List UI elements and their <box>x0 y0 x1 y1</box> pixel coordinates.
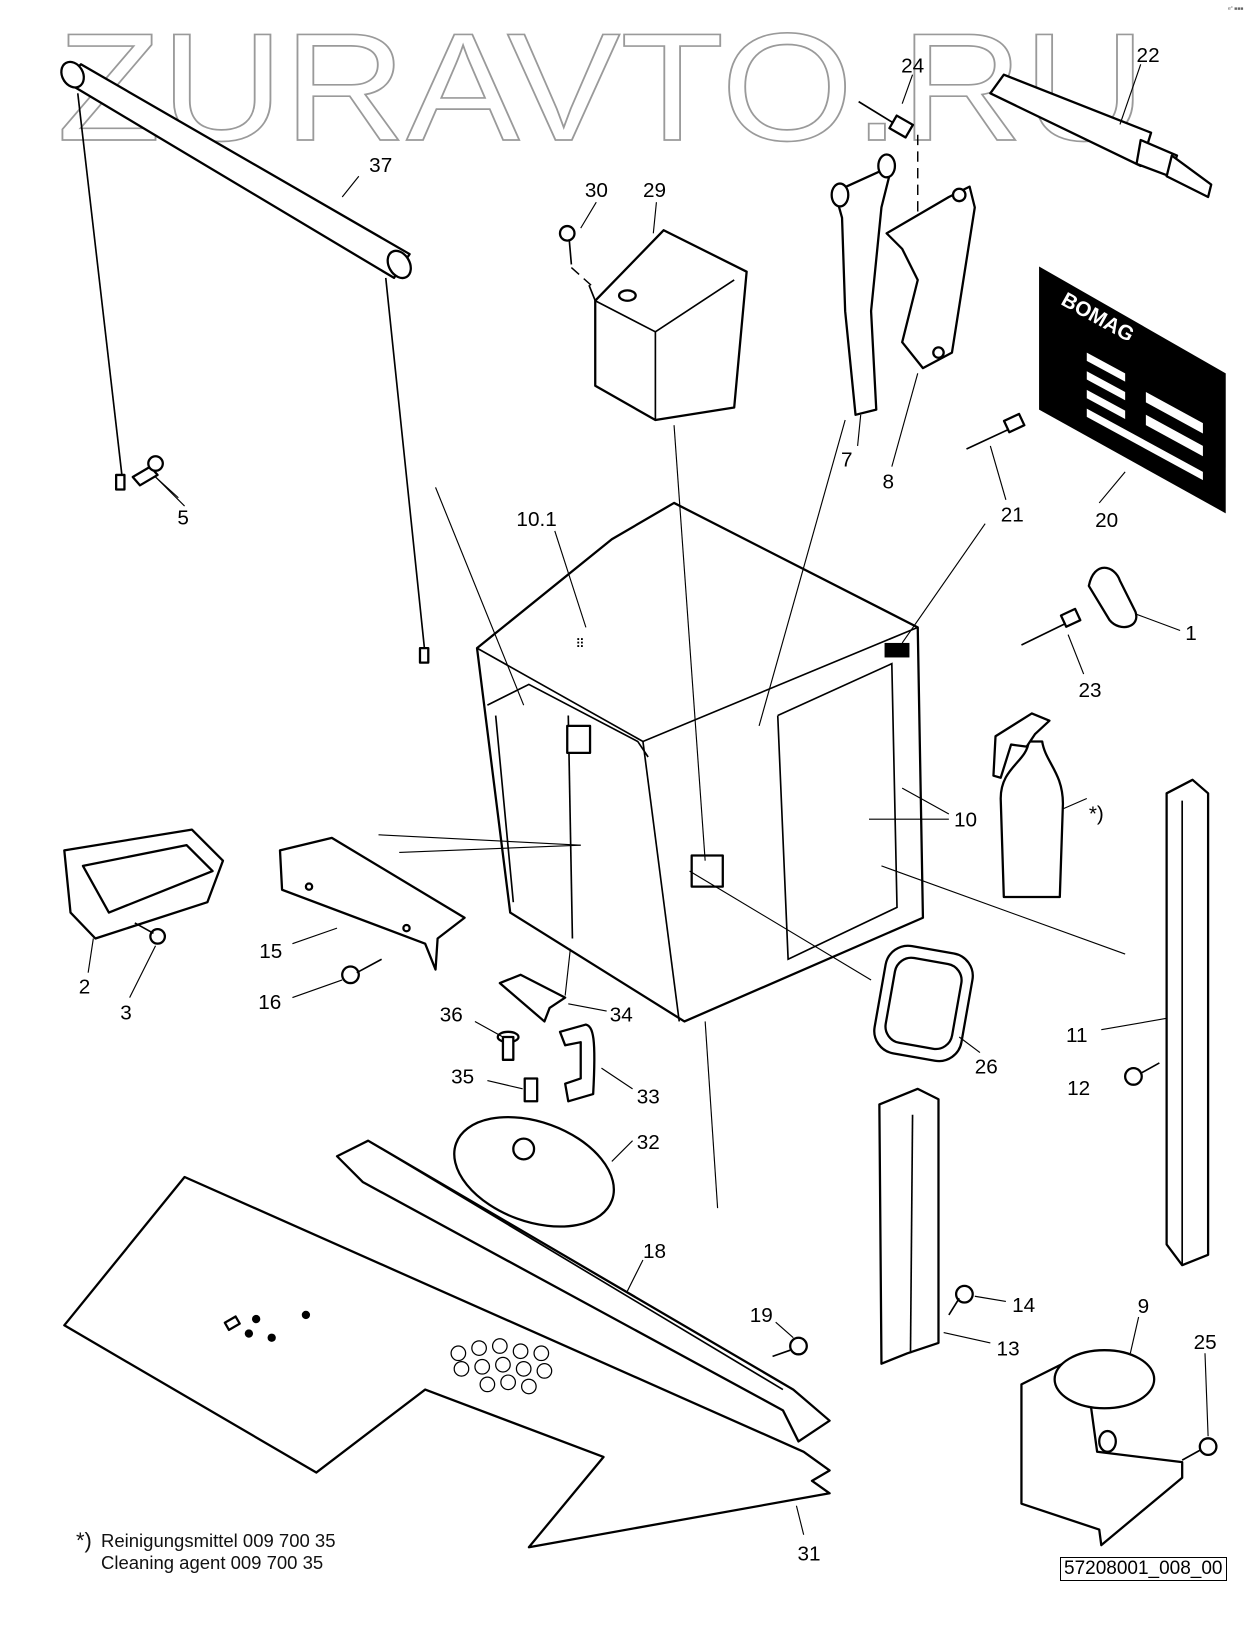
label-34: 34 <box>610 1003 633 1026</box>
label-14: 14 <box>1012 1294 1035 1317</box>
label-31: 31 <box>797 1543 820 1566</box>
part-25-screw <box>1181 1353 1218 1461</box>
part-14-screw <box>948 1284 1006 1316</box>
label-10-1: 10.1 <box>516 508 556 531</box>
part-33-handle <box>558 1023 633 1103</box>
part-9-bottle-holder <box>1020 1316 1184 1547</box>
label-22: 22 <box>1137 44 1160 67</box>
part-21-rivet <box>966 412 1026 450</box>
cleaning-agent-bottle <box>992 712 1065 899</box>
sound-pads: ⠿ <box>576 637 585 651</box>
label-23: 23 <box>1078 679 1101 702</box>
label-35: 35 <box>451 1066 474 1089</box>
part-30-screw <box>558 224 592 286</box>
footnote-marker: *) <box>76 1528 92 1553</box>
label-10: 10 <box>954 808 977 831</box>
label-20: 20 <box>1095 509 1118 532</box>
part-37-roller-blind <box>60 60 430 664</box>
label-36: 36 <box>440 1003 463 1026</box>
corner-mark: e° ■■■ <box>1228 6 1244 12</box>
footnote: *) Reinigungsmittel 009 700 35 Cleaning … <box>76 1530 336 1574</box>
part-22-sealant-tube <box>989 73 1213 199</box>
part-13-corner-post <box>878 1087 991 1365</box>
label-29: 29 <box>643 179 666 202</box>
part-1-hook <box>1087 566 1181 632</box>
footnote-line-de: Reinigungsmittel 009 700 35 <box>101 1530 336 1551</box>
part-18-rail <box>335 1139 831 1443</box>
label-16: 16 <box>258 991 281 1014</box>
watermark: ZURAVTO.RU <box>57 1 1146 173</box>
part-20-bomag-plate: BOMAG <box>1039 266 1226 514</box>
part-7-grab-handle <box>830 153 897 416</box>
part-19-screw <box>772 1321 808 1358</box>
label-star: *) <box>1089 802 1104 825</box>
part-11-post <box>1101 778 1210 1267</box>
part-35-pin <box>487 1077 539 1103</box>
label-7: 7 <box>841 449 853 472</box>
label-15: 15 <box>259 940 282 963</box>
part-15-bracket <box>278 836 466 971</box>
part-26-seal <box>873 944 981 1063</box>
label-24: 24 <box>901 55 924 78</box>
part-24-pin <box>858 100 919 249</box>
label-2: 2 <box>79 975 91 998</box>
part-34-latch <box>498 973 607 1023</box>
label-12: 12 <box>1067 1077 1090 1100</box>
part-3-screw <box>129 922 167 998</box>
drawing-number: 57208001_008_00 <box>1060 1557 1227 1581</box>
label-1: 1 <box>1185 622 1197 645</box>
part-31-floor-mat <box>63 1175 831 1549</box>
part-5-screw <box>131 455 179 499</box>
label-26: 26 <box>975 1055 998 1078</box>
label-8: 8 <box>882 470 894 493</box>
label-37: 37 <box>369 154 392 177</box>
footnote-line-en: Cleaning agent 009 700 35 <box>101 1552 324 1573</box>
label-5: 5 <box>177 507 189 530</box>
part-36-bolt <box>474 1020 520 1061</box>
part-29-storage-box <box>588 229 748 422</box>
cab-frame: ⠿ <box>378 419 1126 1209</box>
part-23-rivet <box>1021 607 1082 646</box>
label-9: 9 <box>1138 1295 1150 1318</box>
part-32-mirror <box>453 1115 633 1228</box>
label-25: 25 <box>1194 1331 1217 1354</box>
label-33: 33 <box>637 1085 660 1108</box>
label-18: 18 <box>643 1240 666 1263</box>
label-3: 3 <box>120 1001 132 1024</box>
label-11: 11 <box>1066 1024 1088 1047</box>
part-16-screw <box>292 958 383 999</box>
label-32: 32 <box>637 1131 660 1154</box>
part-2-recessed-handle <box>63 828 225 973</box>
label-30: 30 <box>585 179 608 202</box>
part-12-screw <box>1124 1062 1160 1086</box>
label-21: 21 <box>1001 504 1024 527</box>
label-19: 19 <box>750 1304 773 1327</box>
part-8-bracket <box>885 185 976 370</box>
label-13: 13 <box>997 1337 1020 1360</box>
